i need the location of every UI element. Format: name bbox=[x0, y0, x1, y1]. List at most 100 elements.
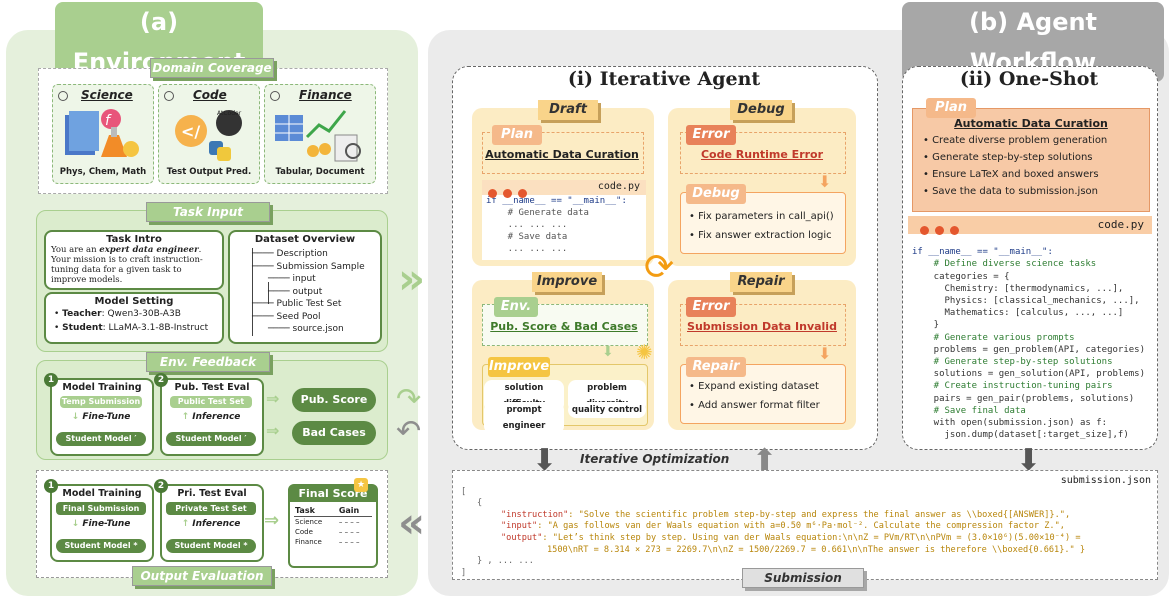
submission-json: [{"instruction": "Solve the scientific p… bbox=[453, 471, 1157, 603]
submission-filename: submission.json bbox=[1060, 475, 1151, 486]
student-model-pill: Student Model * bbox=[56, 539, 146, 553]
oneshot-plan-box: Automatic Data Curation • Create diverse… bbox=[912, 108, 1150, 212]
oneshot-plan-tab: Plan bbox=[926, 98, 976, 118]
json-line: "output": "Let’s think step by step. Usi… bbox=[501, 532, 1081, 543]
final-submission-pill: Final Submission bbox=[56, 502, 146, 515]
fb-training-title: Model Training bbox=[62, 382, 142, 393]
window-dots-icon bbox=[920, 220, 965, 239]
domain-card-code: Code </ AtCoder Test Output Pred. bbox=[158, 84, 260, 184]
task-intro-text: You are an expert data engineer. Your mi… bbox=[51, 245, 203, 285]
temp-submission-pill: Temp Submission bbox=[60, 396, 142, 408]
debug-sub-tab: Debug bbox=[686, 184, 746, 204]
iterative-agent-title: (i) Iterative Agent bbox=[567, 68, 761, 90]
draft-plan-box bbox=[482, 132, 644, 174]
lightbulb-icon: ✺ bbox=[636, 340, 653, 364]
oe-training-title: Model Training bbox=[62, 488, 142, 499]
tree-item: ──── source.json bbox=[268, 324, 344, 334]
repair-error-text: Submission Data Invalid bbox=[687, 320, 837, 333]
student-model-pill: Student Model ′ bbox=[56, 432, 146, 446]
submission-tab: Submission bbox=[742, 568, 864, 588]
curved-arrow-right-icon: ↷ bbox=[396, 382, 422, 417]
improve-sub-tab: Improve bbox=[488, 357, 550, 377]
domain-label: Science bbox=[81, 88, 133, 102]
score-col-header: Gain bbox=[338, 506, 360, 515]
refresh-loop-icon: ⟳ bbox=[644, 247, 675, 288]
dataset-overview-title: Dataset Overview bbox=[254, 234, 356, 245]
env-feedback-tab: Env. Feedback bbox=[146, 352, 270, 372]
model-setting-title: Model Setting bbox=[94, 296, 174, 307]
debug-tab: Debug bbox=[730, 100, 792, 120]
task-intro-box: Task Intro You are an expert data engine… bbox=[44, 230, 224, 290]
domain-caption: Phys, Chem, Math bbox=[59, 167, 147, 177]
env-tab: Env. bbox=[494, 297, 538, 317]
trophy-icon: ★ bbox=[354, 478, 368, 492]
domain-label: Code bbox=[193, 88, 227, 102]
draft-tab: Draft bbox=[538, 100, 598, 120]
oneshot-plan-list: • Create diverse problem generation • Ge… bbox=[913, 132, 1149, 200]
teacher-line: • Teacher: Qwen3-30B-A3B bbox=[54, 309, 181, 319]
json-line: "instruction": "Solve the scientific pro… bbox=[501, 509, 1071, 520]
tree-line bbox=[268, 282, 270, 304]
step-number: 2 bbox=[154, 373, 168, 387]
finance-icon bbox=[275, 110, 361, 162]
error-tab: Error bbox=[686, 125, 736, 145]
debug-error-box bbox=[680, 132, 846, 174]
score-row: Finance– – – – bbox=[295, 538, 360, 546]
code-header: code.py bbox=[908, 216, 1152, 235]
list-item: • Fix parameters in call_api() bbox=[689, 211, 834, 222]
list-item: • Add answer format filter bbox=[689, 400, 820, 411]
finetune-label: ↓ Fine-Tune bbox=[71, 412, 131, 422]
tree-item: ──── Seed Pool bbox=[252, 311, 321, 322]
tree-item: ──── output bbox=[268, 286, 323, 297]
double-chevron-right-icon: » bbox=[398, 254, 426, 303]
json-line: 1500\nRT = 8.314 × 273 = 2269.7\n\nZ = 1… bbox=[547, 544, 1086, 555]
repair-tab: Repair bbox=[730, 272, 792, 292]
domain-caption: Test Output Pred. bbox=[166, 167, 252, 177]
fb-training-box: Model Training Temp Submission ↓ Fine-Tu… bbox=[50, 378, 154, 456]
iterative-optimization-label: Iterative Optimization bbox=[580, 452, 730, 466]
dataset-tree: ──── Description ──── Submission Sample … bbox=[252, 248, 365, 336]
debug-fix-list: • Fix parameters in call_api() • Fix ans… bbox=[681, 207, 845, 245]
oneshot-code: if __name__ == "__main__": # Define dive… bbox=[912, 247, 1145, 441]
atcoder-logo-text: AtCoder bbox=[217, 110, 242, 117]
domain-card-finance: Finance Tabular, Document bbox=[264, 84, 376, 184]
student-line: • Student: LLaMA-3.1-8B-Instruct bbox=[54, 323, 209, 333]
arrow-down-icon: ⬇ bbox=[602, 344, 614, 360]
fb-eval-title: Pub. Test Eval bbox=[174, 382, 250, 393]
chip: prompt engineer bbox=[484, 402, 564, 434]
improve-env-text: Pub. Score & Bad Cases bbox=[490, 320, 638, 333]
error-tab: Error bbox=[686, 297, 736, 317]
repair-sub-tab: Repair bbox=[686, 357, 746, 377]
arrow-right-icon: ⇒ bbox=[266, 389, 280, 408]
student-model-pill: Student Model * bbox=[166, 539, 256, 553]
list-item: • Create diverse problem generation bbox=[923, 135, 1108, 146]
submission-box: submission.json [{"instruction": "Solve … bbox=[452, 470, 1158, 580]
arrow-right-icon: ⇒ bbox=[264, 510, 280, 531]
oneshot-code-box: code.py if __name__ == "__main__": # Def… bbox=[908, 216, 1152, 442]
fb-eval-box: Pub. Test Eval Public Test Set ↑ Inferen… bbox=[160, 378, 264, 456]
curved-arrow-left-icon: ↶ bbox=[396, 414, 422, 449]
output-eval-tab: Output Evaluation bbox=[132, 566, 272, 586]
arrow-right-icon: ⇒ bbox=[266, 421, 280, 440]
debug-fix-box: • Fix parameters in call_api() • Fix ans… bbox=[680, 192, 846, 254]
score-col-header: Task bbox=[295, 506, 315, 515]
code-filename: code.py bbox=[597, 181, 640, 192]
plan-tab: Plan bbox=[492, 125, 542, 145]
oe-eval-title: Pri. Test Eval bbox=[177, 488, 247, 499]
draft-plan-text: Automatic Data Curation bbox=[485, 148, 639, 161]
radio-icon bbox=[270, 91, 280, 101]
dataset-overview-box: Dataset Overview ──── Description ──── S… bbox=[228, 230, 382, 344]
score-row: Code– – – – bbox=[295, 528, 360, 536]
svg-text:f: f bbox=[105, 113, 112, 129]
tree-item: ──── Description bbox=[252, 249, 328, 259]
domain-caption: Tabular, Document bbox=[275, 167, 365, 177]
svg-text:</: </ bbox=[181, 122, 200, 141]
draft-code: if __name__ == "__main__": # Generate da… bbox=[486, 196, 627, 254]
window-dots-icon bbox=[488, 183, 533, 202]
domain-label: Finance bbox=[299, 88, 352, 102]
tree-item: ──── Public Test Set bbox=[252, 299, 342, 309]
tree-line bbox=[252, 248, 254, 336]
chip: quality control bbox=[568, 402, 646, 418]
draft-code-box: code.py if __name__ == "__main__": # Gen… bbox=[482, 180, 646, 260]
